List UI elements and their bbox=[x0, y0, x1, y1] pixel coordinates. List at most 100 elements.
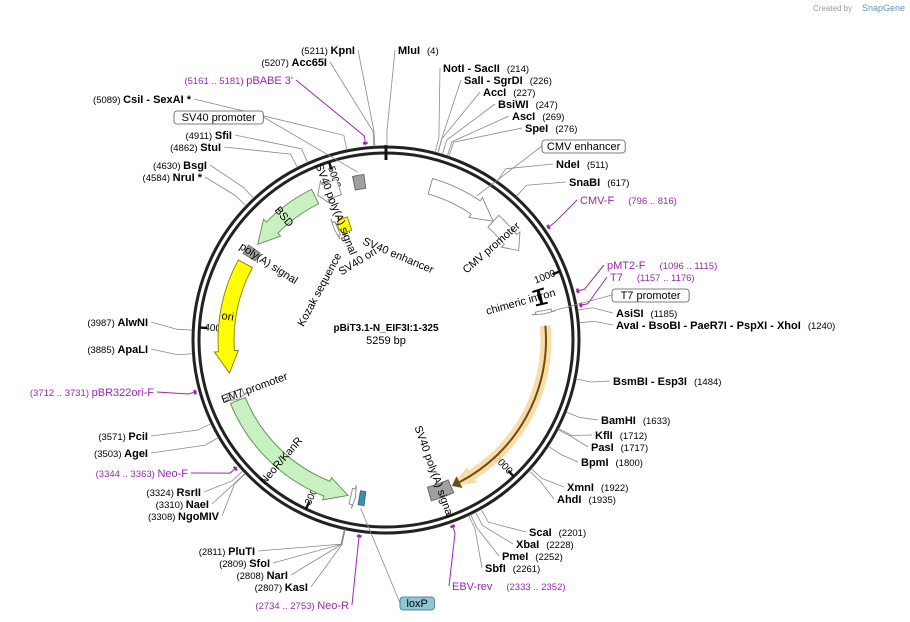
tick-mark-5000 bbox=[327, 161, 333, 170]
site-nari: (2808) NarI bbox=[236, 570, 288, 582]
site-leader-alwni bbox=[150, 321, 193, 331]
site-noti: NotI - SacII(214) bbox=[443, 63, 529, 75]
site-leader-rsrii bbox=[203, 470, 244, 493]
watermark-name: SnapGene bbox=[862, 3, 905, 13]
inner-feature-kozak-white bbox=[330, 218, 342, 240]
site-pasi: PasI(1717) bbox=[591, 442, 648, 454]
site-leader-nari bbox=[290, 529, 346, 576]
site-acci: AccI(227) bbox=[483, 87, 535, 99]
site-leader-mlui bbox=[386, 49, 396, 147]
backbone bbox=[191, 145, 581, 535]
site-bpmi: BpmI(1800) bbox=[581, 457, 643, 469]
plasmid-name: pBiT3.1-N_EIF3I:1-325 bbox=[333, 323, 438, 334]
site-leader-acci bbox=[437, 91, 481, 154]
primer-pbr322ori-f: (3712 .. 3731) pBR322ori-F bbox=[30, 387, 154, 399]
site-agei: (3503) AgeI bbox=[94, 448, 148, 460]
site-sfoi: (2809) SfoI bbox=[219, 558, 270, 570]
box-cmv-enhancer bbox=[541, 139, 626, 154]
primer-leader-neo-r bbox=[351, 534, 360, 606]
feature-eif3i-orf bbox=[459, 325, 547, 484]
primer-leader-ebv-rev bbox=[448, 524, 456, 587]
site-leaders bbox=[150, 49, 614, 588]
tick-mark-1000 bbox=[552, 270, 561, 276]
site-mlui: MluI(4) bbox=[398, 45, 439, 57]
site-kfli: KflI(1712) bbox=[595, 430, 647, 442]
site-leader-snabi bbox=[516, 181, 567, 197]
site-leader-bpmi bbox=[548, 445, 579, 463]
box-loxp bbox=[399, 596, 435, 611]
tick-mark-2000 bbox=[507, 469, 515, 478]
site-apali: (3885) ApaLI bbox=[87, 344, 148, 356]
site-sali: SalI - SgrDI(226) bbox=[464, 75, 552, 87]
site-snabi: SnaBI(617) bbox=[569, 177, 629, 189]
site-kpni: (5211) KpnI bbox=[301, 45, 355, 57]
tick-mark-3000 bbox=[304, 501, 311, 510]
site-leader-spei bbox=[448, 127, 523, 157]
snapgene-watermark: Created by SnapGene bbox=[813, 3, 905, 13]
primer-t7: T7(1157 .. 1176) bbox=[610, 272, 695, 284]
box-label-t7-promoter: T7 promoter bbox=[621, 290, 681, 302]
box-leader-t7-promoter bbox=[553, 294, 613, 312]
site-ahdi: AhdI(1935) bbox=[557, 494, 616, 506]
site-leader-pcii bbox=[150, 423, 212, 437]
site-alwni: (3987) AlwNI bbox=[87, 317, 148, 329]
site-asisi: AsiSI(1185) bbox=[616, 308, 677, 320]
feature-bsd bbox=[257, 188, 320, 246]
site-leader-sfoi bbox=[272, 529, 346, 564]
inner-feature-sv40-enhancer-ori bbox=[337, 215, 353, 237]
site-xmni: XmnI(1922) bbox=[567, 482, 628, 494]
site-leader-ahdi bbox=[528, 470, 555, 500]
box-label-sv40-promoter: SV40 promoter bbox=[182, 112, 256, 124]
watermark-prefix: Created by bbox=[813, 4, 852, 13]
site-leader-bamhi bbox=[565, 411, 599, 421]
site-leader-kpni bbox=[357, 49, 376, 147]
feature-eif3i-orf-head bbox=[451, 476, 463, 488]
site-leader-ngomiv bbox=[221, 473, 246, 517]
site-leader-xbai bbox=[475, 511, 514, 545]
primer-leader-pmt2-f bbox=[575, 264, 605, 292]
site-stui: (4862) StuI bbox=[170, 142, 221, 154]
site-acc65i: (5207) Acc65I bbox=[261, 57, 327, 69]
site-ngomiv: (3308) NgoMIV bbox=[148, 511, 220, 523]
site-leader-kasi bbox=[310, 529, 346, 588]
site-leader-kfli bbox=[558, 428, 593, 436]
primer-leader-pbabe-3 bbox=[295, 79, 366, 146]
site-sbfi: SbfI(2261) bbox=[485, 563, 540, 575]
feature-em7-promoter bbox=[224, 388, 248, 402]
box-leader-loxp bbox=[360, 507, 401, 604]
site-leader-naei bbox=[211, 473, 246, 505]
site-bsiwi: BsiWI(247) bbox=[498, 99, 558, 111]
feature-cmv-promoter bbox=[487, 214, 521, 252]
primer-leader-neo-f bbox=[190, 466, 238, 474]
site-sfii: (4911) SfiI bbox=[185, 130, 232, 142]
feature-label-ori: ori bbox=[221, 310, 235, 324]
site-leader-pasi bbox=[557, 429, 589, 448]
site-pmei: PmeI(2252) bbox=[502, 551, 563, 563]
box-leader-sv40-promoter bbox=[263, 116, 359, 173]
site-bsgi: (4630) BsgI bbox=[153, 160, 207, 172]
site-leader-nrui bbox=[204, 176, 247, 207]
site-ndei: NdeI(511) bbox=[556, 159, 608, 171]
site-asci: AscI(269) bbox=[512, 111, 564, 123]
tick-label-1000: 1000 bbox=[533, 268, 558, 287]
site-leader-xmni bbox=[530, 468, 565, 488]
box-label-loxp: loxP bbox=[406, 598, 427, 610]
site-kasi: (2807) KasI bbox=[255, 582, 308, 594]
site-leader-pmei bbox=[470, 514, 500, 557]
primer-neo-r: (2734 .. 2753) Neo-R bbox=[255, 600, 349, 612]
box-label-cmv-enhancer: CMV enhancer bbox=[547, 141, 621, 153]
site-bsmbi: BsmBI - Esp3I(1484) bbox=[613, 376, 721, 388]
feature-sv40-poly-a-signal-2 bbox=[317, 178, 343, 205]
feature-loxp bbox=[357, 490, 367, 507]
primer-pmt2-f: pMT2-F(1096 .. 1115) bbox=[607, 260, 717, 272]
site-avai: AvaI - BsoBI - PaeR7I - PspXI - XhoI(124… bbox=[616, 320, 835, 332]
primer-cmv-f: CMV-F(796 .. 816) bbox=[580, 195, 677, 207]
site-leader-bsgi bbox=[209, 164, 254, 199]
site-leader-asisi bbox=[577, 307, 614, 314]
box-leader-cmv-enhancer bbox=[476, 145, 543, 197]
site-leader-acc65i bbox=[329, 61, 375, 147]
site-rsrii: (3324) RsrII bbox=[146, 487, 201, 499]
site-leader-agei bbox=[150, 437, 219, 454]
feature-small bbox=[348, 484, 357, 509]
feature-chimeric-intron-cap bbox=[535, 301, 548, 307]
